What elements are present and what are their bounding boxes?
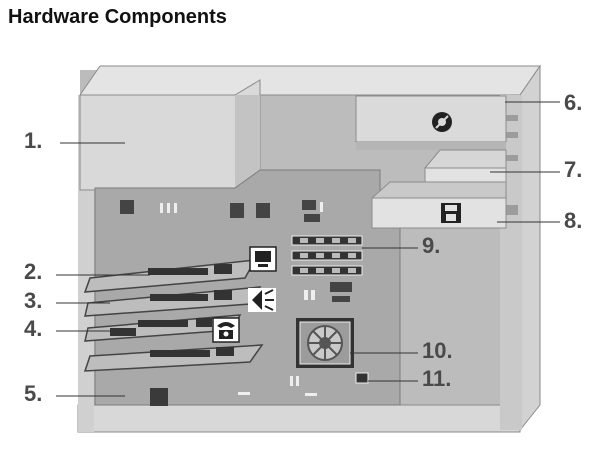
floppy-drive [371,181,507,229]
label-1: 1. [24,128,42,153]
leader-lines [56,101,560,397]
telephone-icon [212,317,240,343]
expansion-card-blank [83,344,264,372]
disc-icon [432,112,452,132]
label-7: 7. [564,157,582,182]
page-title: Hardware Components [8,6,227,28]
monitor-icon [249,246,277,272]
expansion-card-video [83,259,257,293]
memory-modules [291,235,363,276]
label-8: 8. [564,208,582,233]
optical-drive [355,95,507,150]
floppy-disk-icon [441,203,461,223]
label-9: 9. [422,233,440,258]
label-11: 11. [422,366,451,391]
cmos-battery [355,372,369,384]
label-10: 10. [422,338,453,363]
label-5: 5. [24,381,42,406]
label-4: 4. [24,316,42,341]
cpu [296,318,354,368]
power-supply [79,79,261,191]
speaker-icon [248,288,276,312]
label-2: 2. [24,259,42,284]
label-3: 3. [24,288,42,313]
label-6: 6. [564,90,582,115]
